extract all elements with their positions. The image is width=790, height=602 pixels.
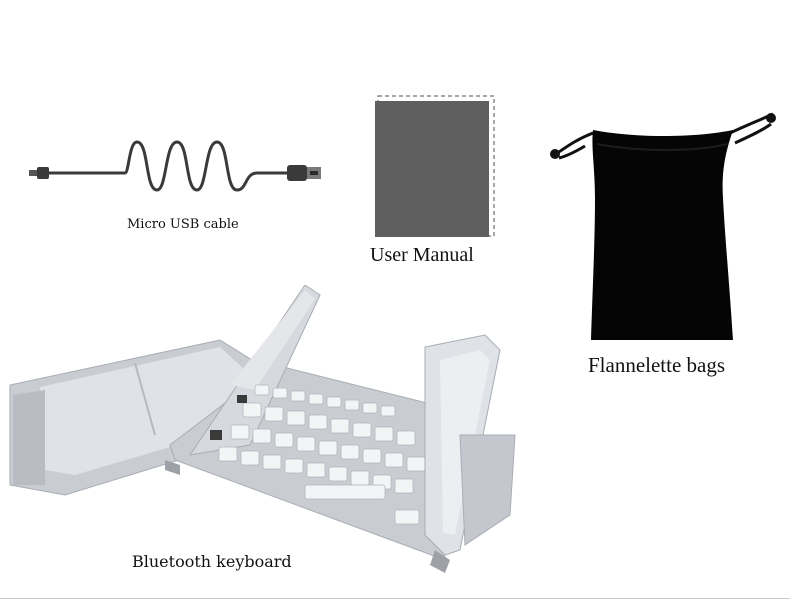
bluetooth-keyboard-image xyxy=(9,285,516,573)
user-manual-image xyxy=(375,95,495,237)
micro-usb-cable-label: Micro USB cable xyxy=(127,217,239,232)
flannelette-bag-image xyxy=(550,112,776,340)
micro-usb-cable-image xyxy=(29,140,321,192)
user-manual-label: User Manual xyxy=(370,244,474,266)
bottom-divider xyxy=(0,598,790,599)
flannelette-bags-label: Flannelette bags xyxy=(588,353,726,377)
bluetooth-keyboard-label: Bluetooth keyboard xyxy=(132,552,292,571)
